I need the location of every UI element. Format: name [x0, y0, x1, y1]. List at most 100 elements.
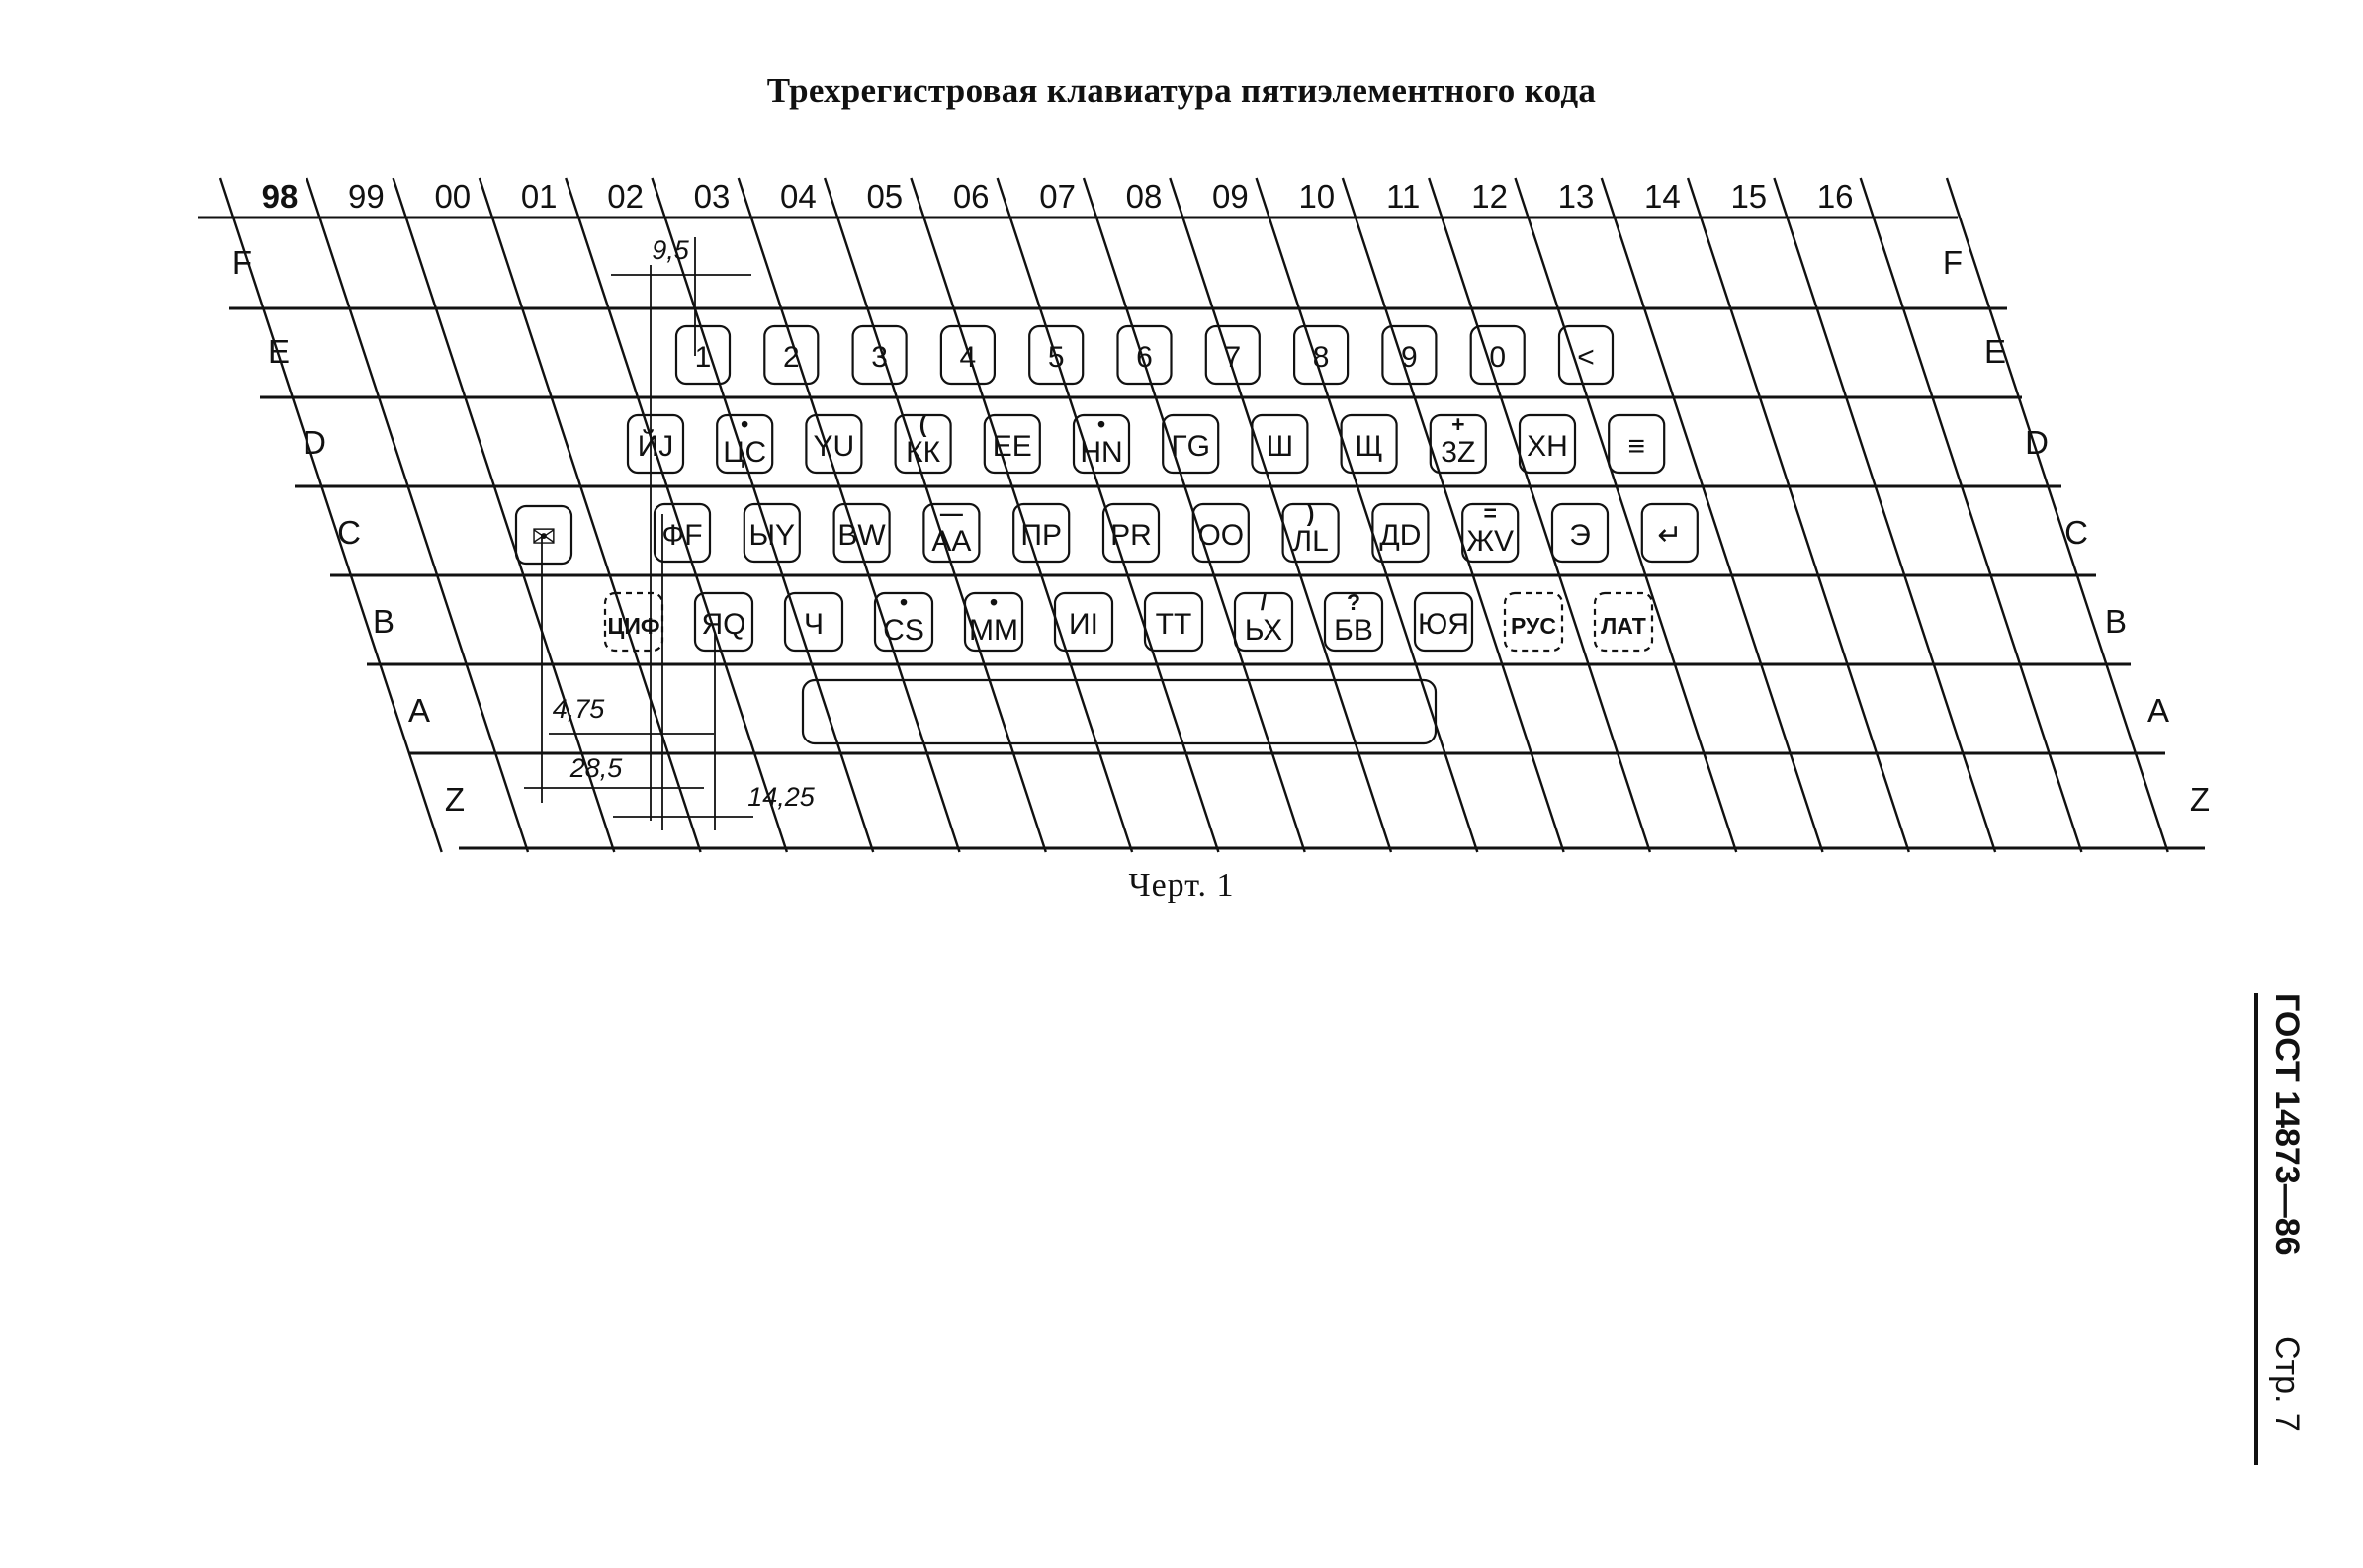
dimension-label: 9,5 — [652, 235, 690, 265]
grid-diagonal-line — [1773, 177, 1997, 853]
key-row-d: Щ — [1340, 413, 1398, 475]
key-outline — [1028, 324, 1085, 386]
key-label: 3 — [871, 341, 888, 374]
key-label: 6 — [1136, 341, 1153, 374]
key-row-e: 1 — [674, 324, 732, 386]
key-row-b: ММ• — [963, 589, 1024, 653]
key-superscript: ? — [1347, 589, 1360, 615]
grid-diagonal-line — [651, 177, 875, 853]
key-outline — [674, 324, 732, 386]
key-outline — [1557, 324, 1615, 386]
key-row-b: ЦИФ — [603, 591, 664, 653]
row-label-left: C — [337, 514, 361, 551]
row-label-right: B — [2105, 603, 2127, 640]
grid-diagonal-line — [1859, 177, 2083, 853]
column-label: 07 — [1039, 178, 1076, 215]
row-label-right: Z — [2190, 781, 2210, 818]
key-outline — [1429, 413, 1487, 475]
key-outline — [873, 591, 934, 653]
column-label: 16 — [1817, 178, 1854, 215]
key-superscript: / — [1261, 589, 1268, 615]
side-rule — [2254, 993, 2258, 1465]
key-label: Щ — [1356, 430, 1383, 463]
grid-diagonal-line — [1169, 177, 1393, 853]
space-bar — [801, 678, 1438, 745]
key-row-d: КК( — [894, 411, 952, 475]
column-label: 15 — [1730, 178, 1767, 215]
key-superscript: • — [990, 589, 998, 615]
key-row-c: BW — [832, 502, 891, 564]
key-outline — [1191, 502, 1250, 564]
grid-diagonal-line — [219, 177, 443, 853]
key-row-e: 9 — [1381, 324, 1438, 386]
grid-diagonal-line — [996, 177, 1220, 853]
key-row-b: БВ? — [1323, 589, 1384, 653]
key-label: Э — [1569, 519, 1591, 552]
column-label: 01 — [521, 178, 558, 215]
key-superscript: • — [1097, 411, 1105, 437]
row-label-right: C — [2064, 514, 2088, 551]
key-outline — [939, 324, 997, 386]
key-row-d: HN• — [1072, 411, 1131, 475]
key-row-b: ЛАТ — [1593, 591, 1654, 653]
key-outline — [1143, 591, 1204, 653]
key-outline — [1640, 502, 1699, 564]
key-row-c: ДD — [1371, 502, 1430, 564]
key-row-e: 7 — [1204, 324, 1261, 386]
key-label: ЫY — [749, 519, 796, 552]
key-outline — [1550, 502, 1610, 564]
page-title: Трехрегистровая клавиатура пятиэлементно… — [766, 71, 1597, 110]
key-outline — [1116, 324, 1173, 386]
key-label: ОО — [1197, 519, 1244, 552]
key-label: 7 — [1224, 341, 1241, 374]
key-row-b: ТТ — [1143, 591, 1204, 653]
key-row-d: Ш — [1251, 413, 1309, 475]
key-row-c: ФF — [653, 502, 712, 564]
key-row-e: 0 — [1469, 324, 1526, 386]
key-row-b: РУС — [1503, 591, 1564, 653]
key-superscript: = — [1483, 500, 1496, 526]
dimension-lines — [524, 237, 753, 830]
key-outline — [1518, 413, 1577, 475]
key-label: ↵ — [1657, 519, 1682, 552]
key-outline — [1371, 502, 1430, 564]
key-outline — [1323, 591, 1384, 653]
key-row-d: 3Z+ — [1429, 411, 1487, 475]
key-label: ЦС — [723, 436, 766, 469]
key-row-e: 3 — [851, 324, 908, 386]
key-outline — [1204, 324, 1261, 386]
figure-caption: Черт. 1 — [1128, 867, 1235, 904]
key-row-b: ЮЯ — [1413, 591, 1474, 653]
column-label: 02 — [607, 178, 644, 215]
key-label: Ч — [804, 608, 824, 641]
key-superscript: ) — [1307, 500, 1315, 526]
row-label-left: B — [373, 603, 394, 640]
key-outline — [963, 591, 1024, 653]
key-label: 1 — [695, 341, 712, 374]
key-row-c: Э — [1550, 502, 1610, 564]
dimension-label: 4,75 — [553, 694, 606, 724]
key-superscript: • — [741, 411, 748, 437]
column-label: 14 — [1644, 178, 1681, 215]
key-label: ЕЕ — [993, 430, 1032, 463]
key-outline — [1012, 502, 1071, 564]
grid-diagonal-line — [478, 177, 702, 853]
key-row-e: 6 — [1116, 324, 1173, 386]
key-outline — [1162, 413, 1220, 475]
key-row-d: ЙJ — [626, 413, 685, 475]
key-label: 8 — [1313, 341, 1330, 374]
key-outline — [743, 502, 801, 564]
key-row-e: 5 — [1028, 324, 1085, 386]
grid-diagonal-line — [1686, 177, 1910, 853]
key-label: РУС — [1511, 613, 1556, 639]
key-outline — [1292, 324, 1350, 386]
key-label: ИI — [1069, 608, 1098, 641]
grid-rows — [198, 216, 2205, 850]
key-label: ПР — [1020, 519, 1062, 552]
key-row-d: ≡ — [1608, 413, 1666, 475]
key-label: ≡ — [1627, 430, 1645, 463]
row-label-right: F — [1943, 244, 1963, 281]
key-label: ЯQ — [702, 608, 746, 641]
